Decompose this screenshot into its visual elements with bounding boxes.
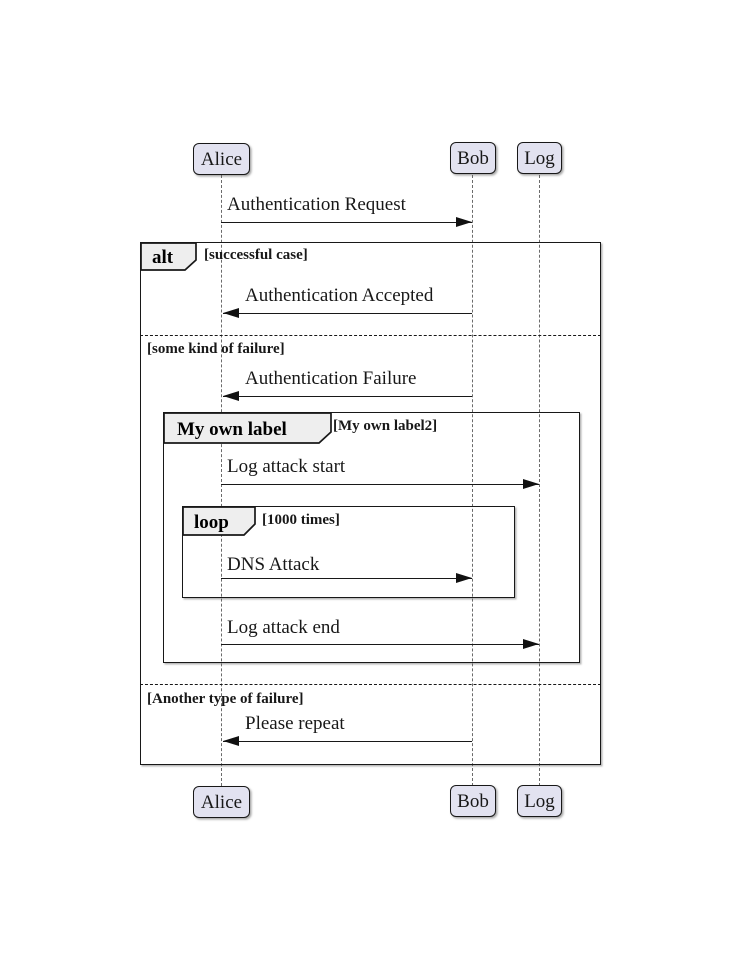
message-line [221, 484, 539, 485]
group-frame [163, 412, 580, 663]
divider-label: [Another type of failure] [147, 691, 304, 707]
alt-frame-label-pentagon: alt [140, 242, 197, 271]
group-frame-label: My own label [177, 419, 287, 440]
message-line [221, 644, 539, 645]
message-label: Authentication Request [227, 194, 406, 215]
message-line [223, 396, 472, 397]
divider-line [140, 335, 601, 336]
alt-frame [140, 242, 601, 765]
participant-label: Bob [457, 790, 489, 812]
participant-alice-bottom: Alice [193, 786, 250, 818]
message-label: Authentication Accepted [245, 285, 434, 306]
lifeline-alice [221, 175, 222, 786]
alt-guard-label: [successful case] [204, 247, 308, 263]
loop-guard-label: [1000 times] [262, 512, 340, 528]
loop-frame-label: loop [194, 512, 229, 533]
message-line [223, 741, 472, 742]
message-line [221, 578, 472, 579]
participant-label: Log [524, 147, 555, 169]
arrowhead-right-icon [456, 217, 472, 227]
alt-frame-label: alt [152, 247, 174, 268]
message-label: Authentication Failure [245, 368, 417, 389]
participant-log-bottom: Log [517, 785, 562, 817]
participant-label: Log [524, 790, 555, 812]
participant-log-top: Log [517, 142, 562, 174]
group-frame-label-pentagon: My own label [163, 412, 332, 444]
divider-line [140, 684, 601, 685]
lifeline-bob [472, 175, 473, 786]
lifeline-log [539, 175, 540, 786]
participant-alice-top: Alice [193, 143, 250, 175]
message-line [221, 222, 472, 223]
message-label: Log attack end [227, 617, 340, 638]
divider-label: [some kind of failure] [147, 341, 285, 357]
participant-label: Bob [457, 147, 489, 169]
loop-frame [182, 506, 515, 598]
message-label: Log attack start [227, 456, 346, 477]
loop-frame-label-pentagon: loop [182, 506, 256, 536]
message-label: DNS Attack [227, 554, 320, 575]
group-guard-label: [My own label2] [333, 418, 438, 434]
arrowhead-right-icon [523, 639, 539, 649]
participant-label: Alice [200, 148, 243, 170]
arrowhead-left-icon [223, 736, 239, 746]
arrowhead-right-icon [523, 479, 539, 489]
message-label: Please repeat [245, 713, 345, 734]
arrowhead-left-icon [223, 308, 239, 318]
participant-bob-top: Bob [450, 142, 496, 174]
message-line [223, 313, 472, 314]
participant-bob-bottom: Bob [450, 785, 496, 817]
participant-label: Alice [200, 791, 243, 813]
arrowhead-left-icon [223, 391, 239, 401]
arrowhead-right-icon [456, 573, 472, 583]
